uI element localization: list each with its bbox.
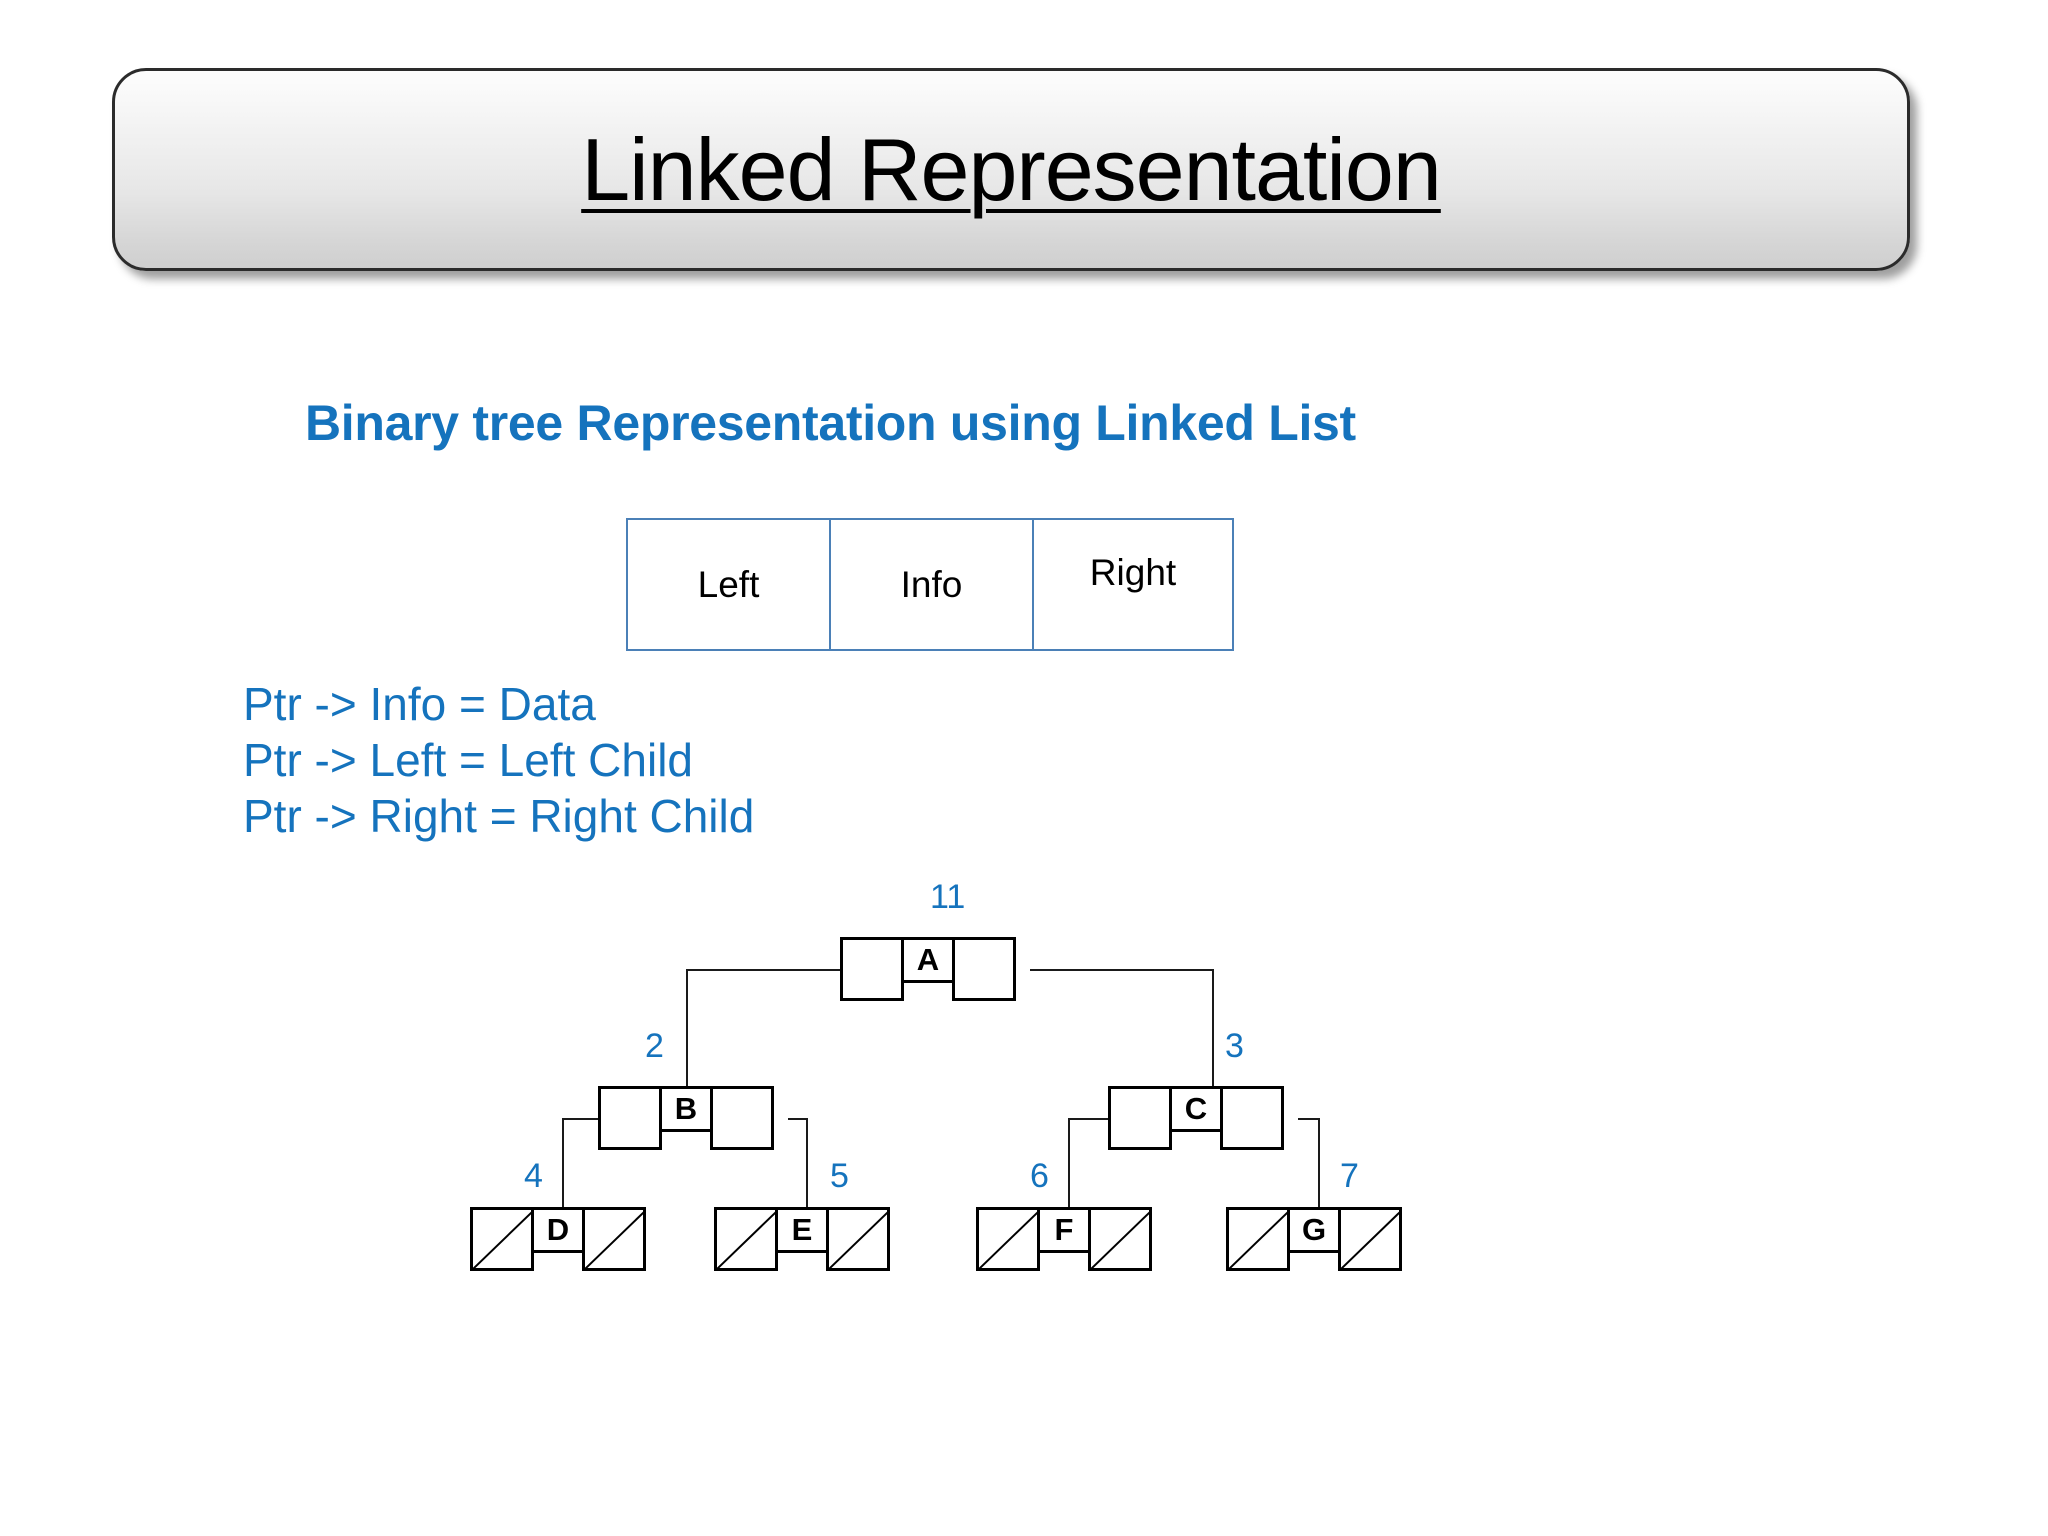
tree-node-c-info: C (1169, 1086, 1223, 1132)
struct-cell-left: Left (626, 518, 831, 651)
edge-a-left-vertical (686, 969, 688, 1087)
ptr-legend-line-3: Ptr -> Right = Right Child (243, 790, 755, 842)
tree-node-f[interactable]: F (976, 1207, 1152, 1271)
node-index-d: 4 (524, 1157, 543, 1195)
edge-b-right-vertical (806, 1118, 808, 1208)
edge-a-right-horizontal (1030, 969, 1214, 971)
tree-node-e-info: E (775, 1207, 829, 1253)
node-struct-table: Left Info Right (626, 518, 1236, 651)
struct-cell-info-label: Info (900, 563, 963, 605)
tree-node-b-right-pointer (710, 1086, 774, 1150)
edge-b-left-vertical (562, 1118, 564, 1208)
tree-node-e-right-pointer-null (826, 1207, 890, 1271)
title-banner: Linked Representation (112, 68, 1910, 271)
tree-node-d-left-pointer-null (470, 1207, 534, 1271)
page-title: Linked Representation (581, 119, 1442, 219)
ptr-legend-line-1: Ptr -> Info = Data (243, 678, 596, 730)
struct-cell-info: Info (829, 518, 1034, 651)
node-index-a: 11 (930, 878, 966, 916)
node-index-g: 7 (1340, 1157, 1359, 1195)
node-index-f: 6 (1030, 1157, 1049, 1195)
tree-node-e[interactable]: E (714, 1207, 890, 1271)
tree-node-c-left-pointer (1108, 1086, 1172, 1150)
tree-node-f-info: F (1037, 1207, 1091, 1253)
edge-b-left-horizontal (562, 1118, 600, 1120)
edge-c-left-vertical (1068, 1118, 1070, 1208)
node-index-c: 3 (1225, 1027, 1244, 1065)
tree-node-g-left-pointer-null (1226, 1207, 1290, 1271)
tree-node-d-right-pointer-null (582, 1207, 646, 1271)
struct-cell-right-label: Right (1089, 552, 1177, 593)
tree-node-b-info: B (659, 1086, 713, 1132)
ptr-legend: Ptr -> Info = Data Ptr -> Left = Left Ch… (243, 676, 754, 844)
tree-node-a-right-pointer (952, 937, 1016, 1001)
edge-c-right-vertical (1318, 1118, 1320, 1208)
edge-a-left-horizontal (686, 969, 842, 971)
tree-node-b[interactable]: B (598, 1086, 774, 1150)
tree-node-d-info: D (531, 1207, 585, 1253)
node-index-b: 2 (645, 1027, 664, 1065)
struct-cell-left-label: Left (697, 563, 760, 605)
tree-node-f-right-pointer-null (1088, 1207, 1152, 1271)
tree-node-c[interactable]: C (1108, 1086, 1284, 1150)
node-index-e: 5 (830, 1157, 849, 1195)
tree-node-c-right-pointer (1220, 1086, 1284, 1150)
tree-node-d[interactable]: D (470, 1207, 646, 1271)
tree-node-g-right-pointer-null (1338, 1207, 1402, 1271)
edge-b-right-horizontal (788, 1118, 808, 1120)
tree-node-e-left-pointer-null (714, 1207, 778, 1271)
edge-a-right-vertical (1212, 969, 1214, 1087)
ptr-legend-line-2: Ptr -> Left = Left Child (243, 734, 694, 786)
tree-node-g[interactable]: G (1226, 1207, 1402, 1271)
edge-c-right-horizontal (1298, 1118, 1320, 1120)
subtitle-heading: Binary tree Representation using Linked … (305, 395, 1356, 451)
tree-node-a-info: A (901, 937, 955, 983)
tree-node-a-left-pointer (840, 937, 904, 1001)
tree-node-b-left-pointer (598, 1086, 662, 1150)
tree-node-f-left-pointer-null (976, 1207, 1040, 1271)
struct-cell-right: Right (1032, 518, 1234, 651)
edge-c-left-horizontal (1068, 1118, 1110, 1120)
tree-node-g-info: G (1287, 1207, 1341, 1253)
tree-node-a[interactable]: A (840, 937, 1016, 1001)
